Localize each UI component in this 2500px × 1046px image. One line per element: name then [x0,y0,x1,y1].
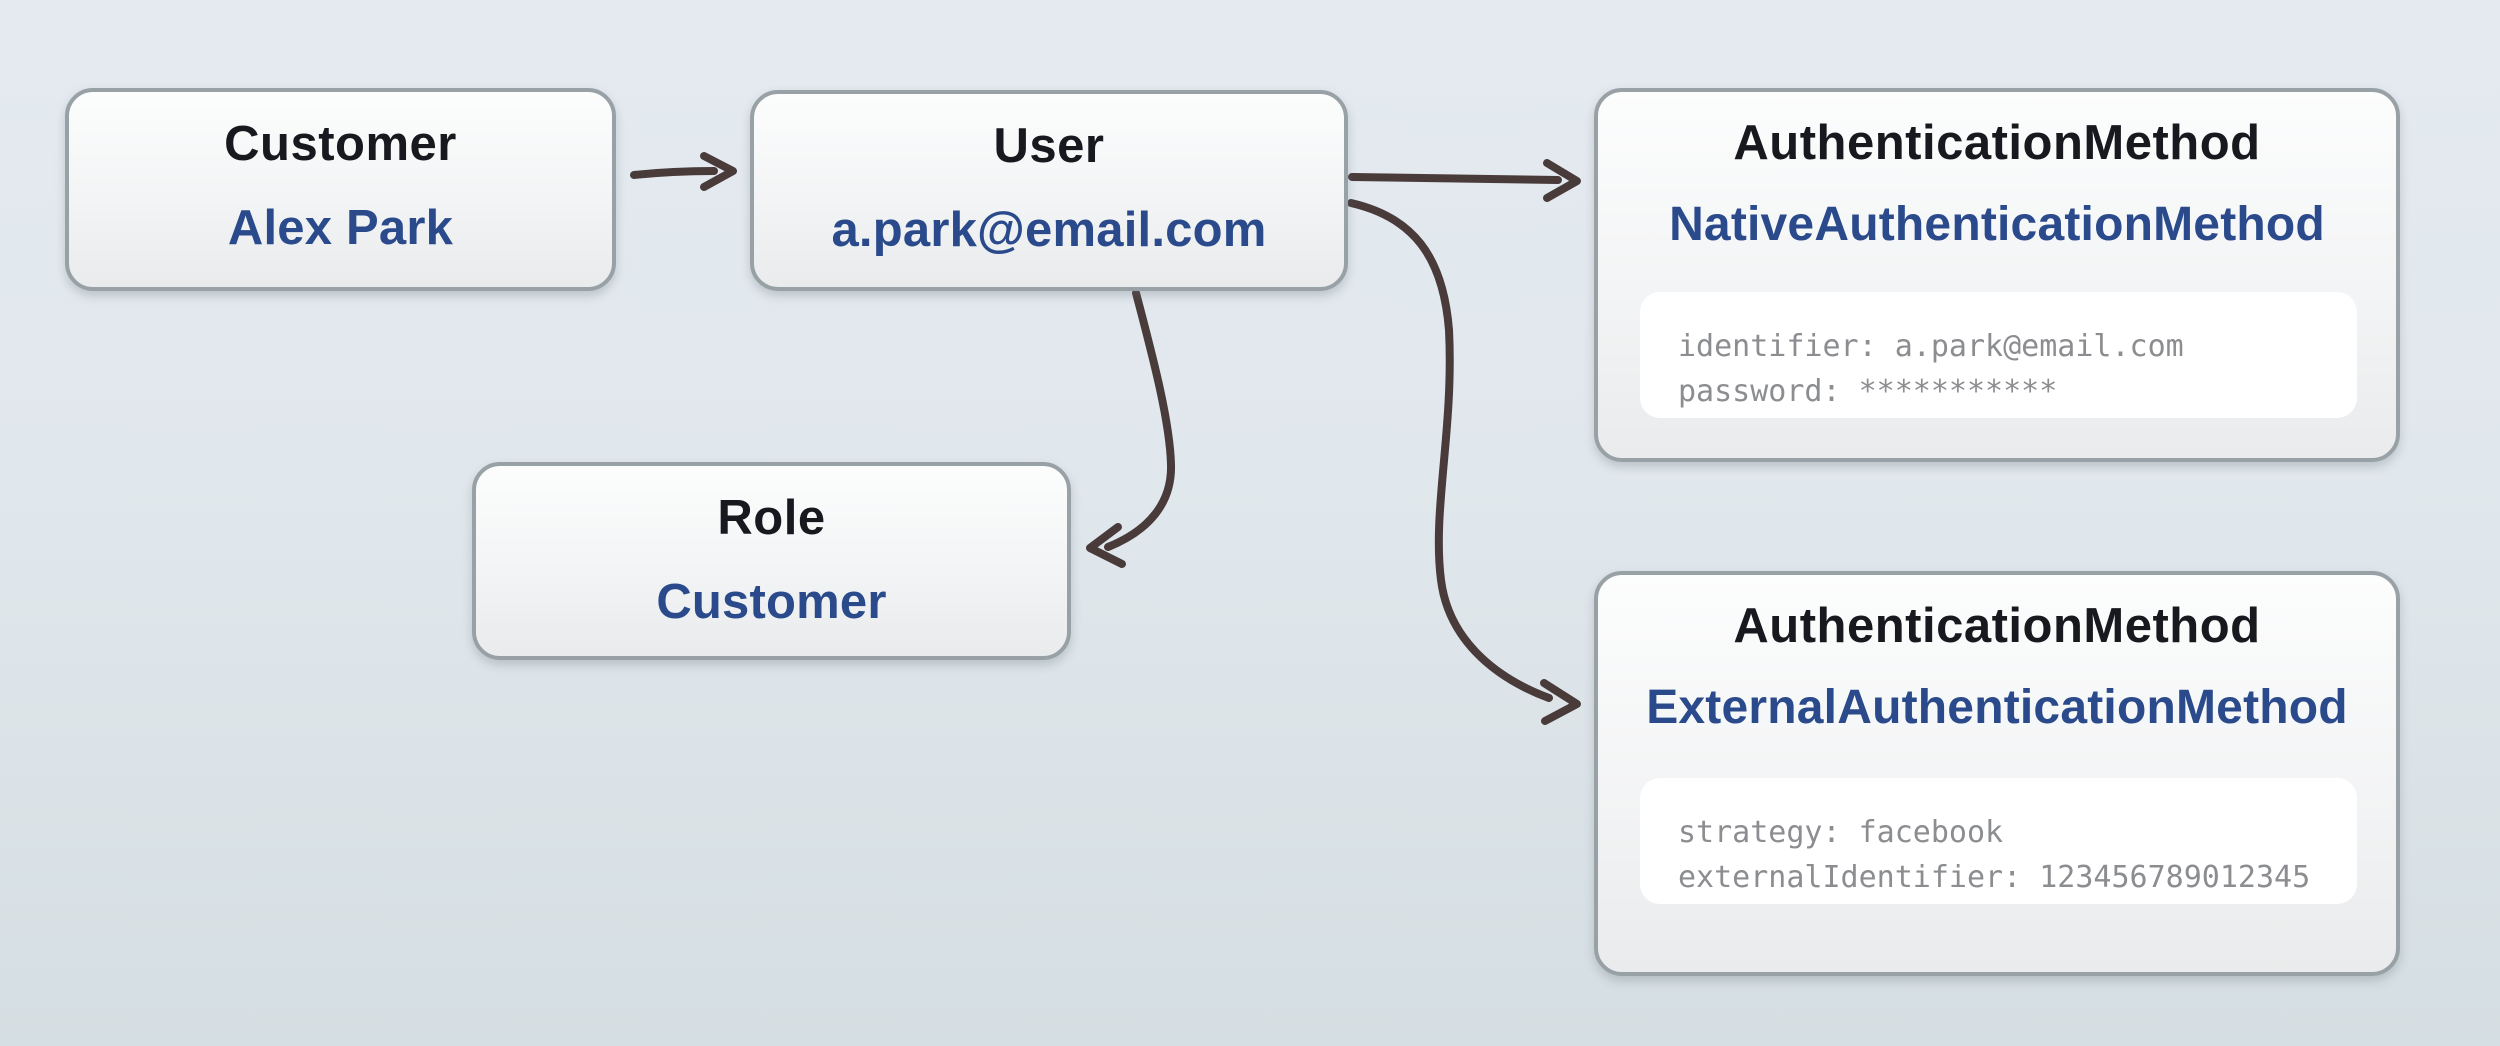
node-user-value: a.park@email.com [831,203,1267,257]
node-native-value: NativeAuthenticationMethod [1669,198,2325,251]
node-role-title: Role [717,491,826,545]
node-external-title: AuthenticationMethod [1733,599,2261,653]
edge-user-to-external-auth [1347,199,1581,725]
node-authentication-method-external: AuthenticationMethod ExternalAuthenticat… [1594,571,2400,976]
node-external-value: ExternalAuthenticationMethod [1646,681,2348,734]
native-attr-password: password: *********** [1678,374,2058,409]
edge-user-to-role [1086,289,1176,568]
external-attr-strategy: strategy: facebook [1678,815,2004,850]
node-role: Role Customer [472,462,1071,660]
native-attr-identifier: identifier: a.park@email.com [1678,329,2184,364]
external-attributes-panel: strategy: facebook externalIdentifier: 1… [1640,778,2357,904]
node-customer-title: Customer [224,117,457,171]
node-user-title: User [993,119,1105,173]
node-native-title: AuthenticationMethod [1733,116,2261,170]
node-customer-value: Alex Park [227,201,454,255]
node-authentication-method-native: AuthenticationMethod NativeAuthenticatio… [1594,88,2400,462]
node-customer: Customer Alex Park [65,88,616,291]
edge-user-to-native-auth [1348,159,1581,202]
node-role-value: Customer [656,575,887,629]
external-attr-identifier: externalIdentifier: 123456789012345 [1678,860,2311,895]
node-user: User a.park@email.com [750,90,1348,291]
edge-customer-to-user [630,152,737,191]
native-attributes-panel: identifier: a.park@email.com password: *… [1640,292,2357,418]
